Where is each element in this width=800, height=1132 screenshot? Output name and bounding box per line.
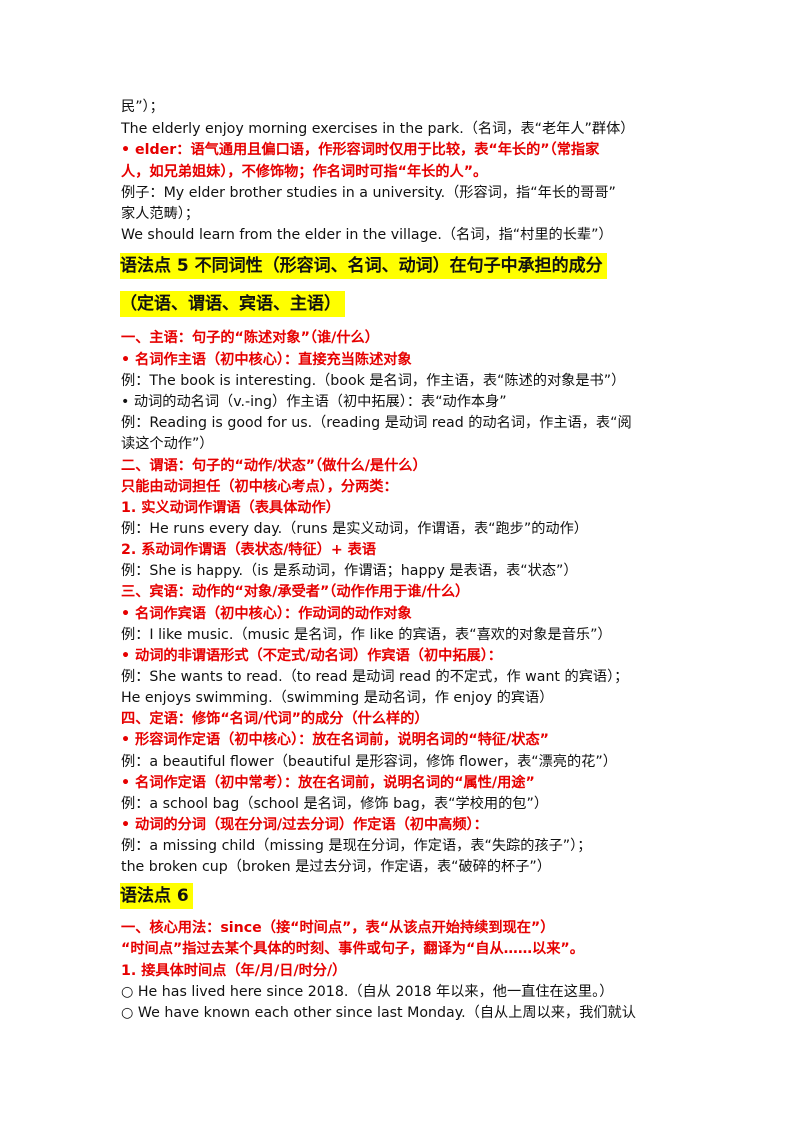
red-bullet-line: • elder：语气通用且偏口语，作形容词时仅用于比较，表“年长的”（常指家 [121, 142, 600, 158]
text-line: • 动词的动名词（v.-ing）作主语（初中拓展）：表“动作本身” [121, 394, 507, 410]
example-line: He enjoys swimming.（swimming 是动名词，作 enjo… [121, 690, 554, 706]
red-heading-line: 四、定语：修饰“名词/代词”的成分（什么样的） [121, 711, 429, 727]
section-heading-5: 语法点 5 不同词性（形容词、名词、动词）在句子中承担的成分 [120, 253, 607, 279]
red-heading-line: 三、宾语：动作的“对象/承受者”（动作作用于谁/什么） [121, 584, 470, 600]
red-bullet-line: • 动词的非谓语形式（不定式/动名词）作宾语（初中拓展）： [121, 648, 502, 664]
example-line: We should learn from the elder in the vi… [121, 227, 613, 243]
red-heading-line: “时间点”指过去某个具体的时刻、事件或句子，翻译为“自从……以来”。 [121, 941, 584, 957]
example-line: ○ He has lived here since 2018.（自从 2018 … [121, 984, 614, 1000]
red-bullet-line: 人，如兄弟姐妹），不修饰物；作名词时可指“年长的人”。 [121, 164, 488, 180]
red-heading-line: 1. 接具体时间点（年/月/日/时分/） [121, 963, 347, 979]
red-bullet-line: • 动词的分词（现在分词/过去分词）作定语（初中高频）： [121, 817, 488, 833]
example-line: 读这个动作”） [121, 436, 214, 452]
red-heading-line: 1. 实义动词作谓语（表具体动作） [121, 500, 340, 516]
example-line: 例：Reading is good for us.（reading 是动词 re… [121, 415, 632, 431]
example-line: 家人范畴）； [121, 206, 200, 222]
red-bullet-line: • 形容词作定语（初中核心）：放在名词前，说明名词的“特征/状态” [121, 732, 549, 748]
example-line: 例：a beautiful flower（beautiful 是形容词，修饰 f… [121, 754, 617, 770]
section-subheading-5: （定语、谓语、宾语、主语） [120, 291, 345, 317]
red-bullet-line: • 名词作主语（初中核心）：直接充当陈述对象 [121, 352, 412, 368]
example-line: 例：She wants to read.（to read 是动词 read 的不… [121, 669, 629, 685]
example-line: the broken cup（broken 是过去分词，作定语，表“破碎的杯子”… [121, 859, 551, 875]
red-heading-line: 2. 系动词作谓语（表状态/特征）+ 表语 [121, 542, 377, 558]
red-heading-line: 一、核心用法：since（接“时间点”，表“从该点开始持续到现在”） [121, 920, 555, 936]
section-heading-6: 语法点 6 [120, 883, 193, 909]
red-bullet-line: • 名词作宾语（初中核心）：作动词的动作对象 [121, 606, 412, 622]
text-line: The elderly enjoy morning exercises in t… [121, 121, 635, 137]
example-line: 例：The book is interesting.（book 是名词，作主语，… [121, 373, 626, 389]
red-heading-line: 一、主语：句子的“陈述对象”（谁/什么） [121, 330, 379, 346]
text-line: 民”）； [121, 99, 164, 115]
example-line: 例子：My elder brother studies in a univers… [121, 185, 616, 201]
example-line: 例：a school bag（school 是名词，修饰 bag，表“学校用的包… [121, 796, 549, 812]
red-heading-line: 二、谓语：句子的“动作/状态”（做什么/是什么） [121, 458, 427, 474]
example-line: 例：He runs every day.（runs 是实义动词，作谓语，表“跑步… [121, 521, 588, 537]
example-line: 例：I like music.（music 是名词，作 like 的宾语，表“喜… [121, 627, 612, 643]
example-line: 例：a missing child（missing 是现在分词，作定语，表“失踪… [121, 838, 592, 854]
example-line: ○ We have known each other since last Mo… [121, 1005, 636, 1021]
example-line: 例：She is happy.（is 是系动词，作谓语；happy 是表语，表“… [121, 563, 578, 579]
red-heading-line: 只能由动词担任（初中核心考点），分两类： [121, 479, 398, 495]
red-bullet-line: • 名词作定语（初中常考）：放在名词前，说明名词的“属性/用途” [121, 775, 535, 791]
